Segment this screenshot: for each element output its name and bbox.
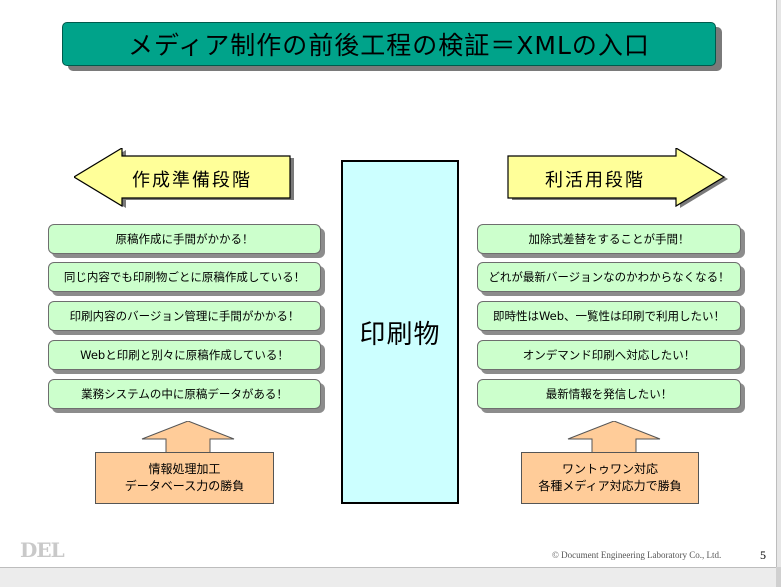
right-item-2: どれが最新バージョンなのかわからなくなる！ <box>477 262 741 292</box>
title-banner: メディア制作の前後工程の検証＝XMLの入口 <box>62 22 716 66</box>
left-up-arrow <box>140 420 236 456</box>
right-arrow-label: 利活用段階 <box>545 170 645 191</box>
right-item-1: 加除式差替をすることが手間！ <box>477 224 741 254</box>
right-item-3: 即時性はWeb、一覧性は印刷で利用したい！ <box>477 301 741 331</box>
page-number: 5 <box>760 548 766 562</box>
right-bottom-line2: 各種メディア対応力で勝負 <box>538 479 682 493</box>
left-arrow-icon <box>74 148 294 208</box>
center-printed-matter-box: 印刷物 <box>341 160 459 504</box>
left-arrow-shape <box>74 148 296 210</box>
left-arrow-label: 作成準備段階 <box>132 170 252 191</box>
right-item-5: 最新情報を発信したい！ <box>477 379 741 409</box>
right-item-4: オンデマンド印刷へ対応したい！ <box>477 340 741 370</box>
window-right-edge <box>776 0 781 587</box>
right-bottom-line1: ワントゥワン対応 <box>561 462 658 476</box>
copyright-text: © Document Engineering Laboratory Co., L… <box>552 550 722 560</box>
center-label: 印刷物 <box>359 319 441 350</box>
left-item-4: Webと印刷と別々に原稿作成している！ <box>48 340 321 370</box>
right-bottom-box: ワントゥワン対応 各種メディア対応力で勝負 <box>521 452 699 504</box>
right-arrow-shape <box>506 148 728 210</box>
left-bottom-line2: データベース力の勝負 <box>124 479 245 493</box>
left-item-5: 業務システムの中に原稿データがある！ <box>48 379 321 409</box>
right-arrow-icon <box>507 148 728 208</box>
left-item-1: 原稿作成に手間がかかる！ <box>48 224 321 254</box>
left-bottom-box: 情報処理加工 データベース力の勝負 <box>95 452 274 504</box>
up-arrow-icon <box>141 420 235 456</box>
left-item-2: 同じ内容でも印刷物ごとに原稿作成している！ <box>48 262 321 292</box>
left-bottom-line1: 情報処理加工 <box>148 462 221 476</box>
up-arrow-icon <box>567 420 661 456</box>
left-item-3: 印刷内容のバージョン管理に手間がかかる！ <box>48 301 321 331</box>
window-bottom-edge <box>0 567 781 587</box>
right-up-arrow <box>566 420 662 456</box>
window-corner <box>776 567 781 587</box>
company-logo: DEL <box>20 538 65 562</box>
slide-title: メディア制作の前後工程の検証＝XMLの入口 <box>128 31 650 60</box>
